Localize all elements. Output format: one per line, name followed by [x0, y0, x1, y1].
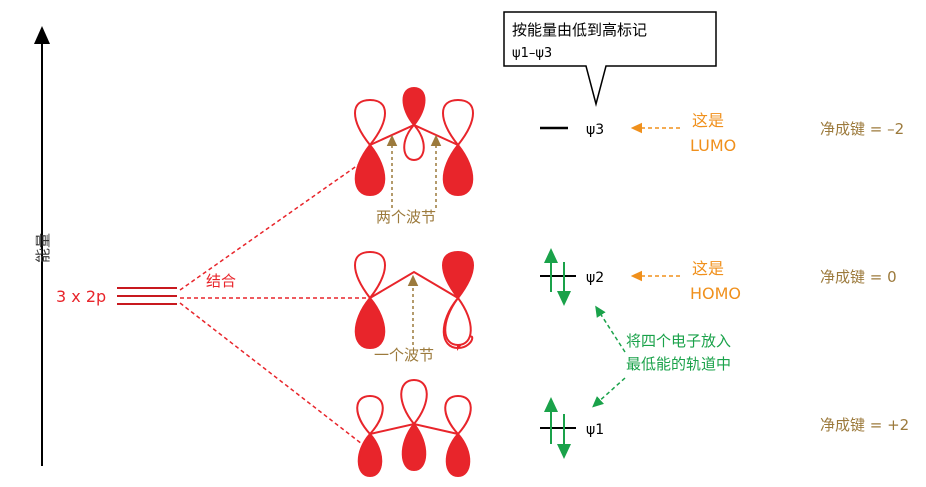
psi3-note-2: LUMO	[690, 136, 736, 155]
electron-note: 将四个电子放入 最低能的轨道中	[592, 305, 731, 408]
psi1-level: ψ1 净成键 = +2	[540, 397, 909, 459]
electron-note-arrow-up	[595, 305, 626, 353]
ao-label: 3 x 2p	[56, 287, 106, 306]
ao-levels	[117, 287, 177, 305]
psi3-note-1: 这是	[692, 111, 724, 130]
psi3-bond: 净成键 = –2	[820, 120, 904, 138]
psi3-orbital	[354, 86, 474, 197]
callout-line1: 按能量由低到高标记	[512, 21, 647, 39]
correlation-lines	[179, 157, 369, 445]
psi1-label: ψ1	[586, 422, 604, 438]
psi2-orbital	[354, 250, 474, 351]
psi2-level: ψ2 这是 HOMO 净成键 = 0	[540, 248, 897, 306]
psi3-node-arrows	[386, 134, 442, 208]
psi1-bond: 净成键 = +2	[820, 416, 909, 434]
callout-line2: ψ1–ψ3	[512, 46, 552, 61]
combine-label: 结合	[206, 272, 236, 290]
psi2-label: ψ2	[586, 270, 604, 286]
one-node-label: 一个波节	[374, 346, 434, 364]
psi3-level: ψ3 这是 LUMO 净成键 = –2	[540, 111, 904, 155]
psi2-note-1: 这是	[692, 259, 724, 278]
electron-note-1: 将四个电子放入	[626, 332, 731, 350]
psi2-bond: 净成键 = 0	[820, 268, 897, 286]
two-nodes-label: 两个波节	[376, 208, 436, 226]
psi2-note-2: HOMO	[690, 284, 741, 303]
callout: 按能量由低到高标记 ψ1–ψ3	[503, 11, 717, 107]
psi1-orbital	[356, 378, 472, 478]
energy-axis-label: 能量	[34, 233, 52, 263]
psi3-label: ψ3	[586, 122, 604, 138]
electron-note-2: 最低能的轨道中	[626, 355, 731, 373]
electron-note-arrow-down	[592, 377, 626, 408]
